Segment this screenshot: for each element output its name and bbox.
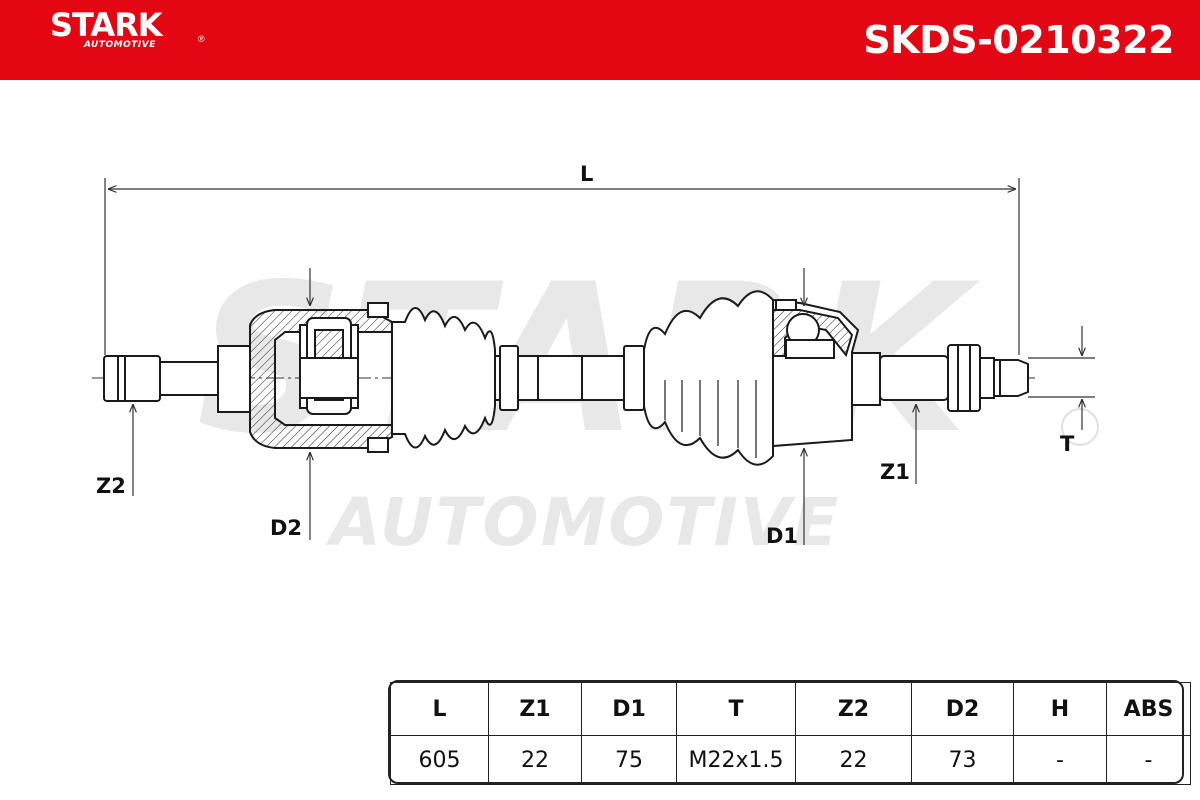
label-Z1: Z1 — [880, 460, 910, 484]
label-T: T — [1060, 432, 1075, 456]
header-bar: STARK ® AUTOMOTIVE SKDS-0210322 — [0, 0, 1200, 80]
spec-header-D1: D1 — [581, 682, 677, 736]
drive-shaft-drawing: STARK AUTOMOTIVE — [92, 178, 1099, 560]
spec-table: L Z1 D1 T Z2 D2 H ABS 605 22 75 M22x1.5 … — [390, 682, 1191, 785]
spec-table-header-row: L Z1 D1 T Z2 D2 H ABS — [390, 682, 1191, 736]
spec-header-D2: D2 — [911, 682, 1014, 736]
dimension-L — [104, 178, 1020, 355]
spec-header-T: T — [676, 682, 796, 736]
spec-value-H: - — [1013, 735, 1107, 785]
outer-boot — [643, 290, 774, 466]
label-Z2: Z2 — [96, 474, 126, 498]
logo-registered-mark: ® — [198, 34, 205, 44]
label-D2: D2 — [270, 516, 303, 540]
spec-table-value-row: 605 22 75 M22x1.5 22 73 - - — [390, 735, 1191, 785]
spec-header-Z2: Z2 — [795, 682, 912, 736]
outer-cv-joint — [772, 298, 860, 448]
left-stub-shaft — [103, 345, 251, 413]
spec-value-Z1: 22 — [488, 735, 582, 785]
watermark-subtitle: AUTOMOTIVE — [325, 484, 840, 560]
spec-value-ABS: - — [1106, 735, 1191, 785]
spec-header-L: L — [390, 682, 489, 736]
outer-stub-axle — [851, 344, 1029, 412]
inner-joint-housing — [249, 302, 393, 453]
main-shaft — [494, 345, 645, 411]
spec-value-D2: 73 — [911, 735, 1014, 785]
logo-subtitle: AUTOMOTIVE — [84, 40, 156, 50]
spec-header-H: H — [1013, 682, 1107, 736]
watermark-registered-icon — [1061, 408, 1099, 446]
dimension-T — [1028, 326, 1095, 430]
logo-brand: STARK — [50, 6, 163, 44]
stark-logo: STARK ® AUTOMOTIVE — [50, 6, 205, 50]
label-L: L — [580, 162, 594, 186]
spec-value-Z2: 22 — [795, 735, 912, 785]
inner-boot — [391, 307, 496, 449]
label-D1: D1 — [766, 524, 799, 548]
spec-value-D1: 75 — [581, 735, 677, 785]
part-number: SKDS-0210322 — [863, 18, 1174, 62]
spec-header-Z1: Z1 — [488, 682, 582, 736]
spec-header-ABS: ABS — [1106, 682, 1191, 736]
spec-value-T: M22x1.5 — [676, 735, 796, 785]
spec-value-L: 605 — [390, 735, 489, 785]
